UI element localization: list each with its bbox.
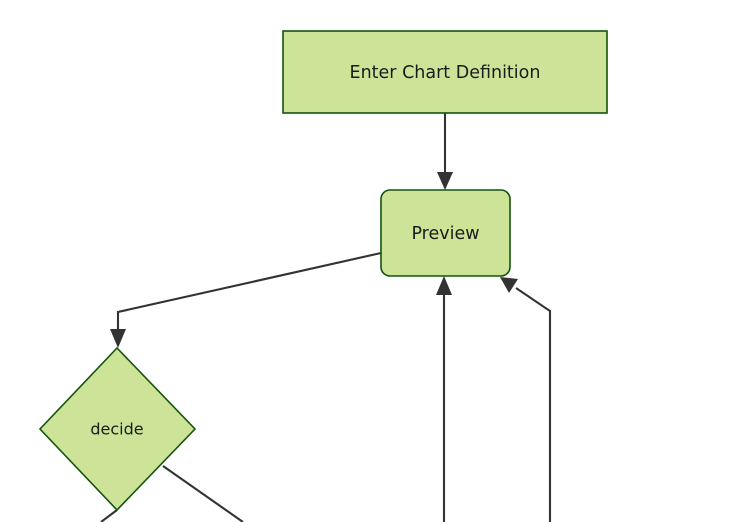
node-shape-rectangle — [282, 30, 608, 114]
edge-line — [515, 287, 552, 522]
node-enter-chart-definition[interactable]: Enter Chart Definition — [282, 30, 608, 114]
node-decide[interactable]: decide — [38, 346, 197, 512]
edge-enter-to-preview — [437, 113, 453, 190]
edge-return-center-to-preview — [436, 276, 452, 522]
edge-decide-out-right — [162, 465, 244, 522]
node-label-preview: Preview — [411, 224, 479, 244]
edge-return-right-to-preview — [500, 277, 552, 522]
edge-line — [100, 509, 118, 522]
node-label-enter-chart-definition: Enter Chart Definition — [350, 63, 541, 83]
node-shape-rounded-rectangle — [380, 189, 511, 277]
node-preview[interactable]: Preview — [380, 189, 511, 277]
node-label-decide: decide — [90, 420, 143, 439]
node-shape-diamond — [38, 346, 197, 512]
edge-decide-out-left — [100, 509, 118, 522]
arrowhead-icon — [437, 172, 453, 190]
arrowhead-icon — [436, 276, 452, 295]
arrowhead-icon — [110, 329, 126, 348]
arrowhead-icon — [500, 277, 518, 293]
edge-line — [116, 251, 382, 329]
edge-preview-to-decide — [110, 251, 382, 348]
edge-line — [162, 465, 244, 522]
